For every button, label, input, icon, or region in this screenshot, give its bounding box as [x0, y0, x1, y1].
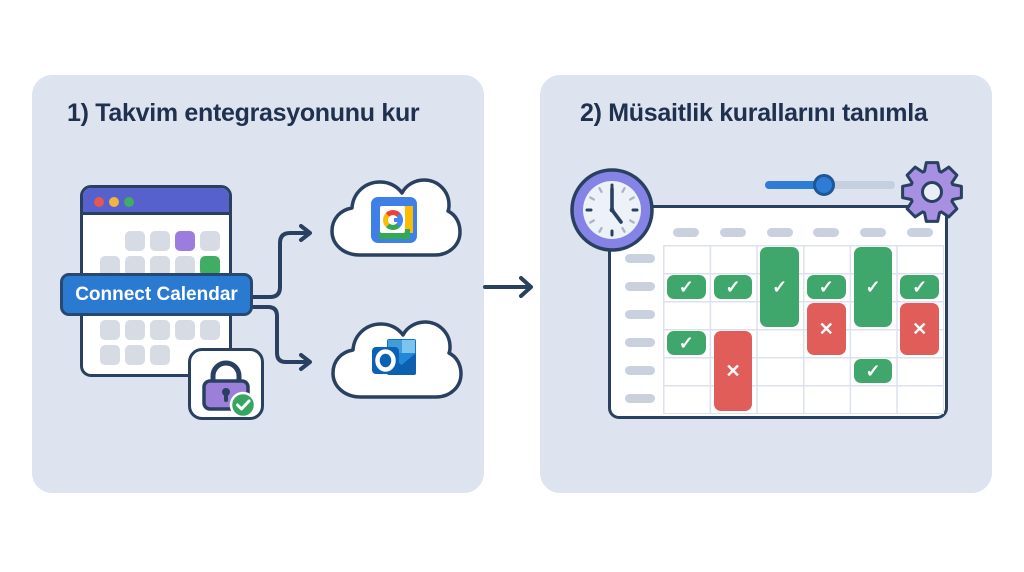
slider-knob[interactable] [813, 174, 835, 196]
outlook-icon [372, 339, 416, 375]
column-header-pill [673, 228, 699, 237]
day-square [175, 256, 195, 276]
block-status-icon: ✓ [865, 361, 881, 381]
arrowhead-icon [299, 224, 312, 242]
column-header-pill [720, 228, 746, 237]
block-status-icon: ✓ [818, 277, 834, 297]
time-label-pill [625, 394, 655, 403]
block-status-icon: ✕ [912, 319, 928, 339]
time-label-pill [625, 366, 655, 375]
column-header-pill [767, 228, 793, 237]
window-titlebar [83, 188, 229, 215]
panel-calendar-integration: 1) Takvim entegrasyonunu kur [32, 75, 484, 493]
availability-block[interactable]: ✓ [713, 275, 753, 299]
traffic-light-green-icon [124, 197, 134, 207]
block-status-icon: ✓ [678, 277, 694, 297]
traffic-light-red-icon [94, 197, 104, 207]
availability-block[interactable]: ✓ [853, 359, 893, 383]
block-status-icon: ✓ [678, 333, 694, 353]
availability-slider[interactable] [765, 174, 895, 196]
day-square [175, 320, 195, 340]
availability-block[interactable]: ✕ [900, 303, 939, 355]
availability-block[interactable]: ✓ [667, 275, 706, 299]
availability-block[interactable]: ✕ [807, 303, 846, 355]
day-square [125, 345, 145, 365]
availability-block[interactable]: ✓ [760, 247, 799, 327]
google-calendar-cloud [326, 169, 462, 269]
block-status-icon: ✕ [725, 361, 741, 381]
day-square [200, 320, 220, 340]
connect-calendar-button[interactable]: Connect Calendar [60, 273, 253, 316]
slider-fill [765, 181, 824, 189]
block-status-icon: ✓ [772, 277, 788, 297]
availability-block[interactable]: ✓ [900, 275, 939, 299]
day-square [150, 256, 170, 276]
column-header-pill [860, 228, 886, 237]
time-label-pill [625, 254, 655, 263]
outlook-cloud [327, 311, 463, 411]
block-status-icon: ✕ [818, 319, 834, 339]
day-square [150, 320, 170, 340]
panel-availability-rules: 2) Müsaitlik kurallarını tanımla ✓ ✓ ✓ ✓… [540, 75, 992, 493]
day-square-highlighted [175, 231, 195, 251]
step1-title: 1) Takvim entegrasyonunu kur [67, 99, 420, 127]
block-status-icon: ✓ [865, 277, 881, 297]
column-header-pill [813, 228, 839, 237]
time-label-pill [625, 338, 655, 347]
clock-icon [570, 168, 654, 252]
time-label-pill [625, 282, 655, 291]
day-square [125, 256, 145, 276]
day-square [200, 231, 220, 251]
day-square [125, 320, 145, 340]
day-square [100, 256, 120, 276]
availability-block[interactable]: ✓ [667, 331, 706, 355]
arrowhead-icon [299, 353, 312, 371]
day-square [150, 345, 170, 365]
google-calendar-icon [371, 197, 417, 243]
day-square [125, 231, 145, 251]
verified-check-icon [229, 391, 257, 419]
day-square [100, 320, 120, 340]
availability-block[interactable]: ✓ [853, 247, 893, 327]
day-square-synced [200, 256, 220, 276]
availability-block[interactable]: ✓ [807, 275, 846, 299]
flow-arrow-icon [483, 276, 533, 298]
block-status-icon: ✓ [725, 277, 741, 297]
availability-block[interactable]: ✕ [713, 331, 753, 411]
column-header-pill [907, 228, 933, 237]
step2-title: 2) Müsaitlik kurallarını tanımla [580, 99, 928, 127]
day-square [150, 231, 170, 251]
lock-icon [202, 360, 257, 419]
block-status-icon: ✓ [912, 277, 928, 297]
traffic-light-yellow-icon [109, 197, 119, 207]
time-label-pill [625, 310, 655, 319]
security-badge [188, 348, 264, 420]
availability-grid [663, 245, 944, 414]
availability-card: ✓ ✓ ✓ ✓ ✓ ✓ ✓ ✕ ✕ ✕ ✓ [608, 205, 948, 419]
connect-calendar-label: Connect Calendar [75, 283, 238, 305]
gear-icon[interactable] [897, 157, 967, 227]
day-square [100, 345, 120, 365]
